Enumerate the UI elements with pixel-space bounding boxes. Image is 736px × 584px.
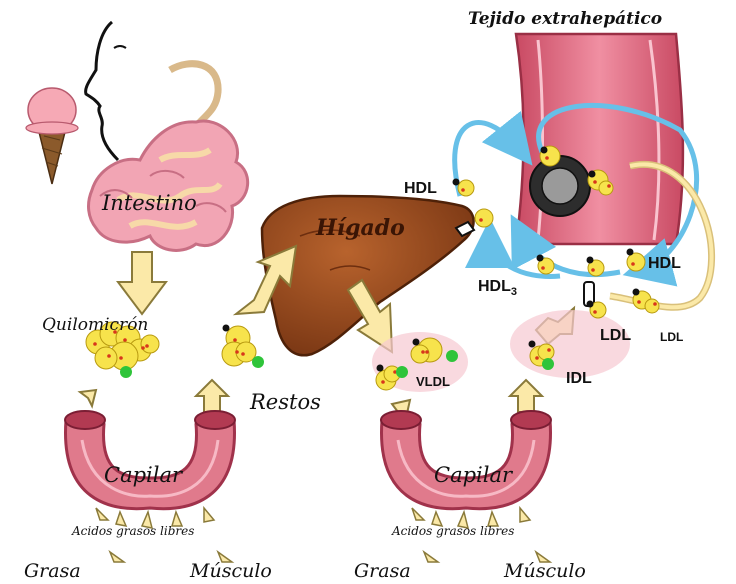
apoprotein-dot — [377, 365, 384, 372]
hdl3-label: HDL3 — [478, 278, 517, 298]
hdl-particle-right — [627, 249, 646, 272]
ffa-right-label: Acidos grasos libres — [392, 524, 514, 538]
ffa-left-label: Acidos grasos libres — [72, 524, 194, 538]
intestine-label: Intestino — [102, 191, 197, 215]
muscle-right-label: Músculo — [504, 560, 586, 582]
idl-label: IDL — [566, 370, 592, 388]
muscle-left-label: Músculo — [190, 560, 272, 582]
apoprotein-dot — [587, 301, 594, 308]
apoprotein-dot — [453, 179, 460, 186]
hdl-top-label: HDL — [404, 180, 437, 198]
apoprotein-marker — [252, 356, 264, 368]
vldl-label: VLDL — [416, 374, 450, 389]
hdl-particle-liver — [475, 209, 493, 227]
capillary-left-label: Capilar — [104, 463, 182, 487]
vldl-particle-a — [376, 365, 408, 391]
vldl-particle-b — [411, 338, 458, 363]
apoprotein-marker — [446, 350, 458, 362]
apoprotein-dot — [537, 255, 544, 262]
fat-left-label: Grasa — [24, 560, 81, 582]
apoprotein-dot — [541, 147, 548, 154]
ldl-small-label: LDL — [660, 330, 683, 344]
apoprotein-dot — [587, 257, 594, 264]
chylomicron-label: Quilomicrón — [42, 315, 148, 335]
tissue-particle-a — [540, 146, 560, 166]
hdl3-particle — [537, 255, 555, 275]
apoprotein-marker — [396, 366, 408, 378]
hdl-particle-mid — [587, 257, 605, 277]
remnants-label: Restos — [250, 390, 321, 414]
apoprotein-dot — [589, 171, 596, 178]
remnant-particle — [222, 325, 264, 369]
hdl-right-label: HDL — [648, 255, 681, 273]
tissue-label: Tejido extrahepático — [468, 9, 662, 29]
apoprotein-dot — [627, 249, 634, 256]
idl-particle — [529, 341, 555, 371]
apoprotein-dot — [633, 289, 640, 296]
ldl-particle-a — [587, 301, 607, 319]
hdl-particle-top — [453, 179, 475, 197]
apoprotein-marker — [120, 366, 132, 378]
tissue-particle-b — [588, 170, 613, 195]
hdl3-subscript: 3 — [511, 286, 517, 298]
fat-right-label: Grasa — [354, 560, 411, 582]
apoprotein-marker — [542, 358, 554, 370]
capillary-right-label: Capilar — [434, 463, 512, 487]
ldl-particle-b — [633, 289, 660, 314]
apoprotein-dot — [413, 339, 420, 346]
apoprotein-dot — [223, 325, 230, 332]
liver-label: Hígado — [316, 215, 405, 241]
apoprotein-dot — [529, 341, 536, 348]
ldl-main-label: LDL — [600, 327, 631, 345]
